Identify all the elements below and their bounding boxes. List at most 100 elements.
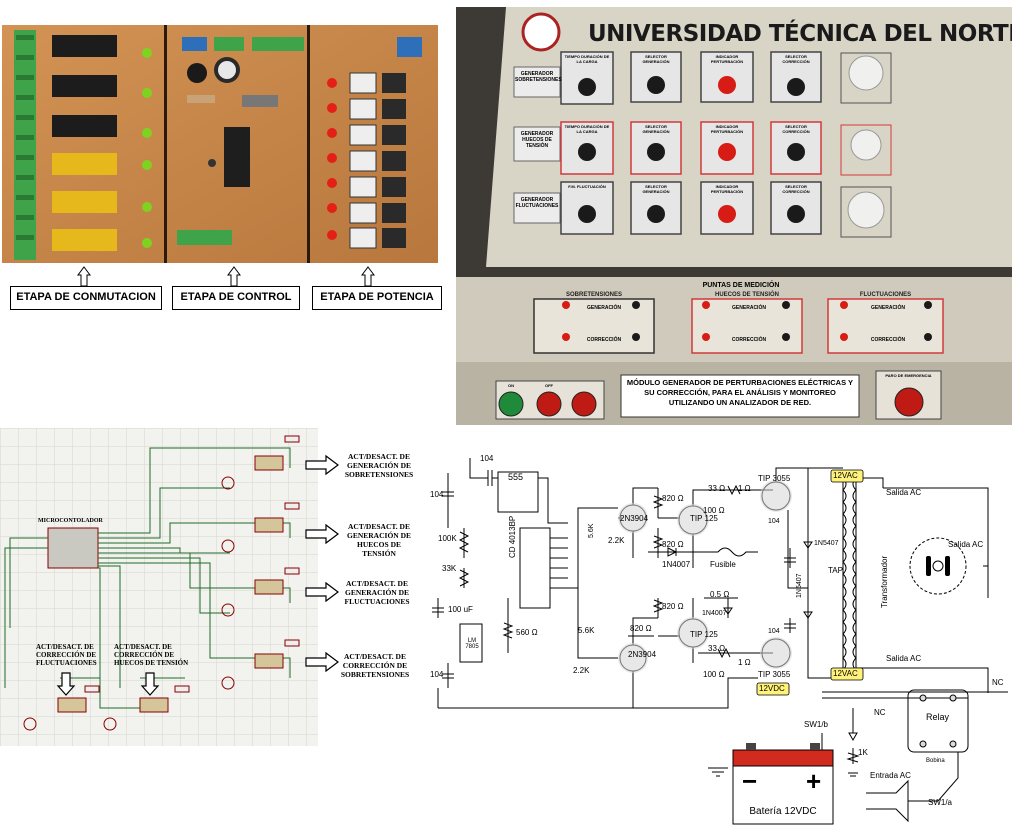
- lbl-12vac-top: 12VAC: [833, 471, 858, 480]
- bottom-label-huecos: ACT/DESACT. DE CORRECCIÓN DE HUECOS DE T…: [114, 643, 189, 667]
- act-label-huecos: ACT/DESACT. DE GENERACIÓN DE HUECOS DE T…: [347, 522, 411, 558]
- lbl-820-4: 820 Ω: [630, 624, 652, 633]
- lbl-lm7805: LM 7805: [465, 638, 479, 650]
- lbl-c104-mid: 104: [768, 518, 780, 525]
- lbl-nc-right: NC: [992, 678, 1004, 687]
- cor-label-1: CORRECCIÓN: [586, 337, 622, 343]
- proteus-drawing: [0, 428, 318, 746]
- pcb-drawing: [2, 25, 438, 263]
- stage-label-control: ETAPA DE CONTROL: [172, 286, 300, 310]
- lbl-820-3: 820 Ω: [662, 602, 684, 611]
- on-label: ON: [508, 383, 514, 388]
- lbl-sw1a: SW1/a: [928, 798, 953, 807]
- university-title: UNIVERSIDAD TÉCNICA DEL NORTE: [588, 21, 1012, 47]
- sel-gen-label-2: SELECTOR GENERACIÓN: [642, 124, 670, 134]
- up-arrow-icon: [227, 266, 241, 287]
- sel-gen-label-1: SELECTOR GENERACIÓN: [642, 54, 670, 64]
- lbl-fusible: Fusible: [710, 560, 736, 569]
- lbl-22k-top: 2.2K: [608, 536, 625, 545]
- lbl-820-1: 820 Ω: [662, 494, 684, 503]
- gen-label-2: GENERACIÓN: [732, 305, 766, 311]
- ind-label-3: INDICADOR PERTURBACIÓN: [710, 184, 744, 194]
- knob-label-3: F.M. FLUCTUACIÓN: [568, 184, 606, 189]
- lbl-1n5407-b: 1N5407: [796, 573, 803, 598]
- right-arrow-icon: [305, 651, 339, 673]
- cor-label-3: CORRECCIÓN: [870, 337, 906, 343]
- pcb-photo: [2, 25, 438, 263]
- gen-label-3: GENERACIÓN: [871, 305, 905, 311]
- lbl-c104-top: 104: [480, 454, 494, 463]
- module-description: MÓDULO GENERADOR DE PERTURBACIONES ELÉCT…: [626, 378, 854, 407]
- row-label-sobretensiones: GENERADOR SOBRETENSIONES: [515, 71, 562, 83]
- lbl-560: 560 Ω: [516, 628, 538, 637]
- lbl-56k-top: 5.6K: [588, 523, 595, 538]
- lbl-100uf: 100 uF: [448, 605, 473, 614]
- lbl-salida-ac-top: Salida AC: [886, 488, 922, 497]
- sel-cor-label-2: SELECTOR CORRECCIÓN: [782, 124, 810, 134]
- lbl-100-top: 100 Ω: [703, 506, 725, 515]
- lbl-820-2: 820 Ω: [662, 540, 684, 549]
- emergency-label: PARO DE EMERGENCIA: [885, 373, 932, 378]
- section-title-sobretensiones: SOBRETENSIONES: [565, 292, 622, 298]
- sel-gen-label-3: SELECTOR GENERACIÓN: [642, 184, 670, 194]
- lbl-2n3904-top: 2N3904: [620, 514, 649, 523]
- lbl-c104-low: 104: [430, 670, 444, 679]
- lbl-12vac-bot: 12VAC: [833, 669, 858, 678]
- lbl-33-top: 33 Ω: [708, 484, 726, 493]
- lbl-c104-left: 104: [430, 490, 444, 499]
- lbl-salida-ac-right: Salida AC: [948, 540, 984, 549]
- row-label-fluctuaciones: GENERADOR FLUCTUACIONES: [515, 197, 559, 209]
- lbl-56k-bot: 5.6K: [578, 626, 595, 635]
- right-arrow-icon: [305, 454, 339, 476]
- sel-cor-label-3: SELECTOR CORRECCIÓN: [782, 184, 810, 194]
- lbl-tip125-top: TIP 125: [690, 514, 718, 523]
- inverter-schematic: 104 104 555 100K 33K CD 4013BP 100 uF LM…: [428, 448, 1013, 832]
- lbl-33-bot: 33 Ω: [708, 644, 726, 653]
- gen-label-1: GENERACIÓN: [587, 305, 621, 311]
- right-arrow-icon: [305, 581, 339, 603]
- lbl-tap: TAP: [828, 566, 843, 575]
- cor-label-2: CORRECCIÓN: [731, 337, 767, 343]
- lbl-transformador: Transformador: [880, 555, 889, 608]
- bottom-label-fluctuaciones: ACT/DESACT. DE CORRECCIÓN DE FLUCTUACION…: [36, 643, 97, 667]
- lbl-relay: Relay: [926, 712, 950, 722]
- battery-label: Batería 12VDC: [749, 806, 817, 817]
- lbl-100k: 100K: [438, 534, 457, 543]
- lbl-sw1b: SW1/b: [804, 720, 829, 729]
- lbl-tip3055-top: TIP 3055: [758, 474, 791, 483]
- panel-photo: UNIVERSIDAD TÉCNICA DEL NORTE GENERADOR …: [456, 7, 1012, 425]
- lbl-22k-bot: 2.2K: [573, 666, 590, 675]
- battery-minus: −: [742, 766, 758, 796]
- lbl-2n3904-bot: 2N3904: [628, 650, 657, 659]
- up-arrow-icon: [77, 266, 91, 287]
- up-arrow-icon: [361, 266, 375, 287]
- lbl-entrada-ac: Entrada AC: [870, 771, 911, 780]
- panel-drawing: [456, 7, 1012, 425]
- down-arrow-icon: [140, 672, 160, 696]
- act-label-sobretensiones: ACT/DESACT. DE GENERACIÓN DE SOBRETENSIO…: [344, 452, 414, 479]
- lbl-1n4007-b: 1N4007: [702, 610, 727, 617]
- stage-arrows: [77, 266, 375, 287]
- lbl-salida-ac-bot: Salida AC: [886, 654, 922, 663]
- section-title-huecos: HUECOS DE TENSIÓN: [714, 292, 779, 298]
- proteus-right-arrows: [305, 454, 339, 673]
- puntas-title: PUNTAS DE MEDICIÓN: [702, 282, 780, 289]
- lbl-tip3055-bot: TIP 3055: [758, 670, 791, 679]
- lbl-1k: 1K: [858, 748, 868, 757]
- down-arrow-icon: [56, 672, 76, 696]
- section-title-fluctuaciones: FLUCTUACIONES: [859, 292, 912, 298]
- act-label-fluctuaciones: ACT/DESACT. DE GENERACIÓN DE FLUCTUACION…: [344, 579, 410, 606]
- off-label: OFF: [545, 383, 553, 388]
- knob-label-1: TIEMPO DURACIÓN DE LA CARGA: [564, 54, 610, 64]
- lbl-555: 555: [508, 472, 524, 482]
- ind-label-1: INDICADOR PERTURBACIÓN: [710, 54, 744, 64]
- lbl-1-bot: 1 Ω: [738, 658, 751, 667]
- knob-label-2: TIEMPO DURACIÓN DE LA CARGA: [564, 124, 610, 134]
- act-label-correccion-sobretensiones: ACT/DESACT. DE CORRECCIÓN DE SOBRETENSIO…: [340, 652, 410, 679]
- lbl-33k: 33K: [442, 564, 457, 573]
- lbl-nc-left: NC: [874, 708, 886, 717]
- lbl-12vdc: 12VDC: [759, 684, 785, 693]
- ind-label-2: INDICADOR PERTURBACIÓN: [710, 124, 744, 134]
- stage-label-potencia: ETAPA DE POTENCIA: [312, 286, 442, 310]
- stage-label-conmutacion: ETAPA DE CONMUTACION: [10, 286, 162, 310]
